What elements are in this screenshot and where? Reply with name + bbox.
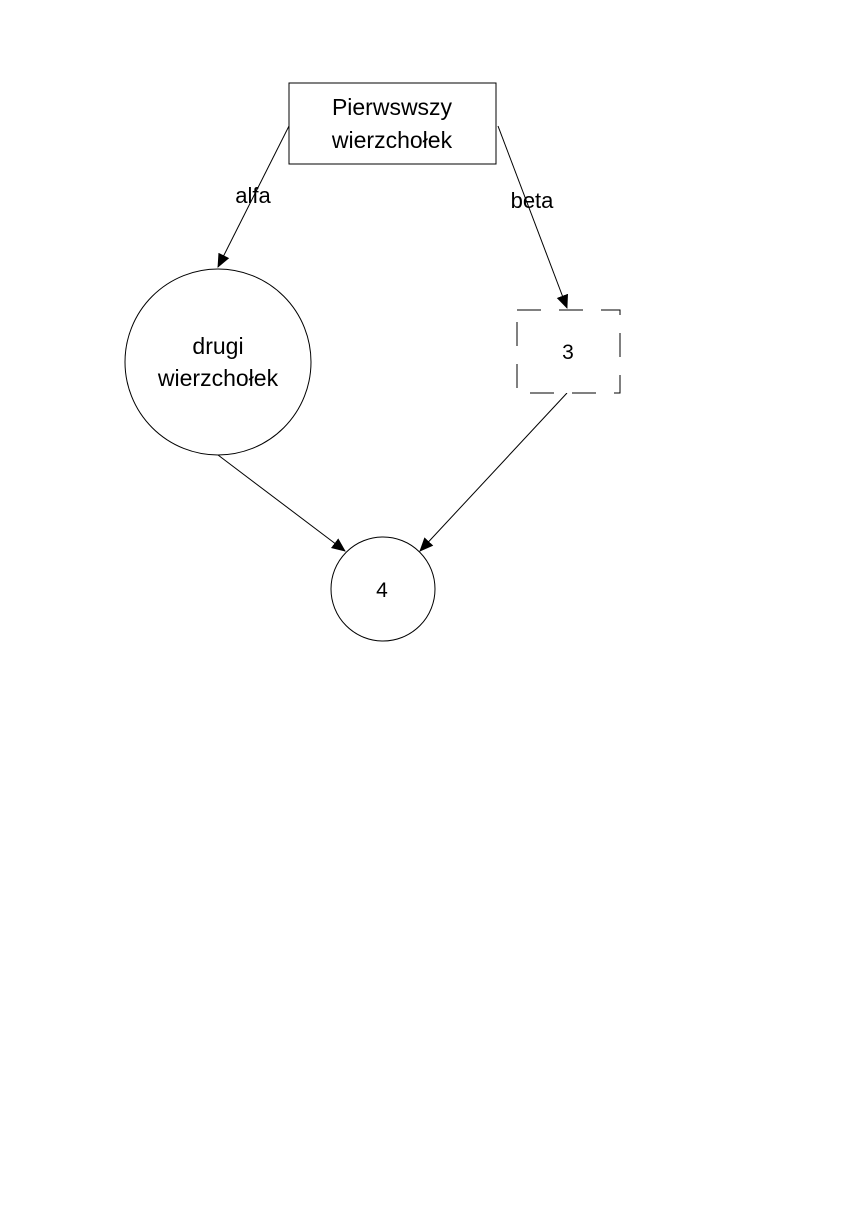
edge-label-alfa: alfa [235, 183, 271, 208]
edge-second-to-fourth [217, 454, 346, 552]
node-second: drugi wierzchołek [124, 268, 312, 456]
node-first-box [288, 82, 497, 165]
node-first-label-line-1: Pierwswszy [332, 94, 453, 120]
node-fourth: 4 [330, 536, 436, 642]
edge-first-to-second [217, 125, 290, 268]
node-third: 3 [516, 309, 621, 394]
edge-labels-group: alfa beta [235, 183, 554, 213]
node-second-circle [124, 268, 312, 456]
node-fourth-circle [330, 536, 436, 642]
edge-label-beta: beta [511, 188, 555, 213]
node-first-label-line-2: wierzchołek [331, 127, 453, 153]
node-first: Pierwswszy wierzchołek [288, 82, 497, 165]
node-third-label: 3 [562, 341, 574, 364]
node-second-label-line-2: wierzchołek [157, 365, 279, 391]
node-second-label-line-1: drugi [192, 333, 243, 359]
node-fourth-label: 4 [376, 579, 388, 602]
edges-group [217, 125, 569, 552]
node-third-box [516, 309, 621, 394]
edge-first-to-third [497, 125, 569, 309]
edge-third-to-fourth [419, 392, 568, 552]
